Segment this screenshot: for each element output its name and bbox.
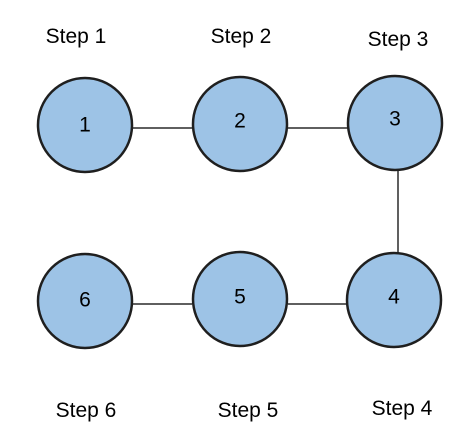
node-6: 6 bbox=[36, 252, 134, 350]
node-3: 3 bbox=[346, 74, 444, 172]
node-4: 4 bbox=[345, 251, 443, 349]
node-6-circle bbox=[36, 252, 134, 350]
step-6-label: Step 6 bbox=[56, 399, 117, 422]
step-5-label: Step 5 bbox=[218, 399, 279, 422]
node-2-number: 2 bbox=[234, 110, 246, 133]
node-3-number: 3 bbox=[389, 108, 401, 131]
step-1-label: Step 1 bbox=[46, 25, 107, 48]
node-3-circle bbox=[346, 74, 444, 172]
node-1-number: 1 bbox=[79, 114, 91, 137]
node-2: 2 bbox=[191, 75, 289, 173]
node-2-circle bbox=[191, 75, 289, 173]
node-5-number: 5 bbox=[234, 286, 246, 309]
node-4-circle bbox=[345, 251, 443, 349]
step-2-label: Step 2 bbox=[211, 25, 272, 48]
node-1: 1 bbox=[36, 76, 134, 174]
node-1-circle bbox=[36, 76, 134, 174]
step-3-label: Step 3 bbox=[368, 28, 429, 51]
node-6-number: 6 bbox=[79, 289, 91, 312]
node-5: 5 bbox=[191, 250, 289, 348]
node-5-circle bbox=[191, 250, 289, 348]
node-4-number: 4 bbox=[388, 286, 400, 309]
step-4-label: Step 4 bbox=[372, 397, 433, 420]
connectors bbox=[133, 127, 399, 305]
